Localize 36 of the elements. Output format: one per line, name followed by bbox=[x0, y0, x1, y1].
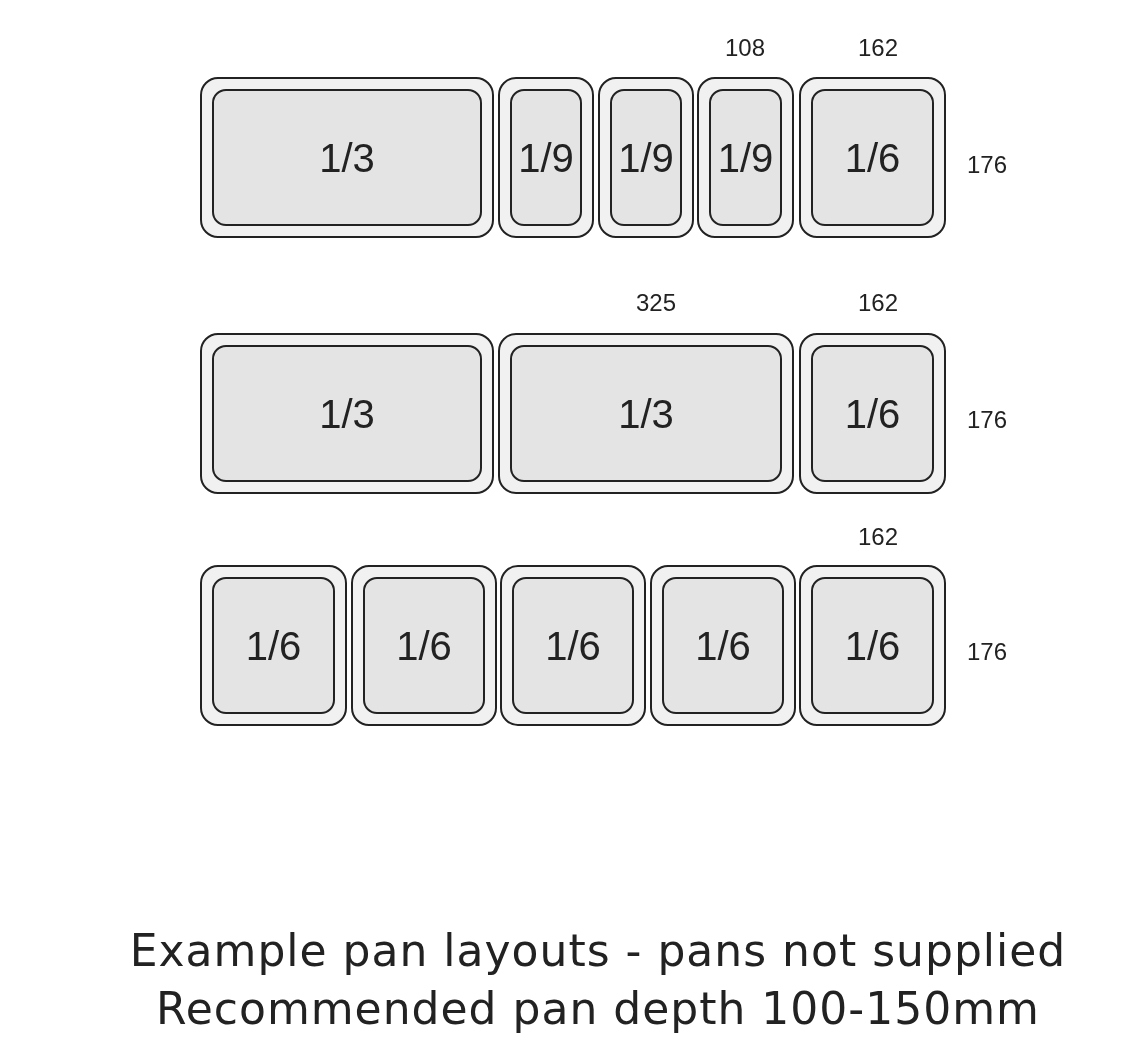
pan bbox=[200, 77, 494, 238]
dimension-label: 176 bbox=[967, 638, 1007, 666]
pan-size-label: 1/3 bbox=[618, 391, 674, 436]
dimension-label: 176 bbox=[967, 406, 1007, 434]
pan-size-label: 1/9 bbox=[717, 135, 774, 180]
pan-size-label: 1/6 bbox=[844, 135, 901, 180]
pan bbox=[351, 565, 497, 726]
dimension-label: 325 bbox=[636, 289, 676, 317]
pan bbox=[500, 565, 646, 726]
pan-size-label: 1/6 bbox=[844, 623, 901, 668]
pan bbox=[799, 565, 946, 726]
pan bbox=[697, 77, 794, 238]
pan-size-label: 1/9 bbox=[518, 135, 574, 180]
pan-size-label: 1/6 bbox=[245, 623, 302, 668]
dimension-label: 108 bbox=[725, 34, 765, 62]
pan bbox=[650, 565, 796, 726]
pan-size-label: 1/3 bbox=[319, 391, 375, 436]
pan-size-label: 1/6 bbox=[695, 623, 751, 668]
dimension-label: 162 bbox=[858, 34, 898, 62]
pan-size-label: 1/6 bbox=[545, 623, 601, 668]
dimension-label: 162 bbox=[858, 289, 898, 317]
pan-size-label: 1/6 bbox=[844, 391, 901, 436]
pan bbox=[799, 77, 946, 238]
pan bbox=[498, 77, 594, 238]
pan-size-label: 1/6 bbox=[396, 623, 452, 668]
pan bbox=[498, 333, 794, 494]
pan bbox=[200, 333, 494, 494]
caption-text: Example pan layouts - pans not supplied bbox=[129, 924, 1067, 976]
pan-size-label: 1/3 bbox=[319, 135, 375, 180]
pan bbox=[598, 77, 694, 238]
pan-size-label: 1/9 bbox=[618, 135, 674, 180]
caption-text: Recommended pan depth 100-150mm bbox=[156, 982, 1040, 1034]
pan bbox=[200, 565, 347, 726]
pan bbox=[799, 333, 946, 494]
dimension-label: 176 bbox=[967, 151, 1007, 179]
dimension-label: 162 bbox=[858, 523, 898, 551]
